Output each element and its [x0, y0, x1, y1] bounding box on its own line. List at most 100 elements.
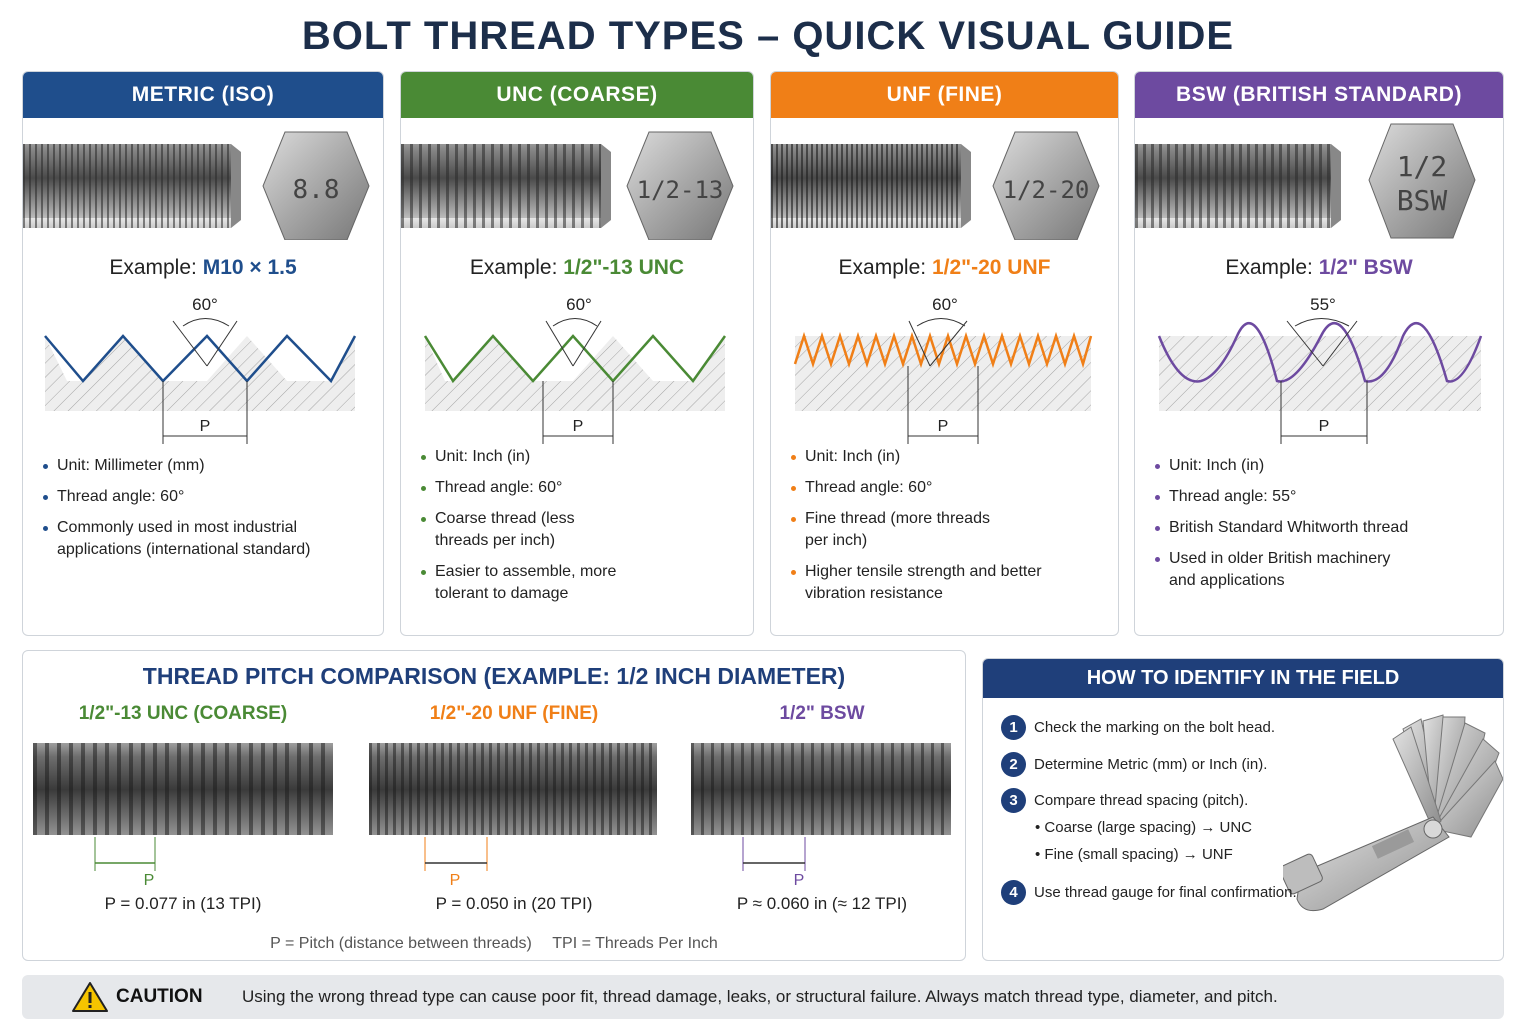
feature-list: Unit: Inch (in) Thread angle: 60° Fine t…: [771, 446, 1118, 605]
pitch-label: P: [794, 872, 805, 889]
bolt-photo: 1/2 BSW: [1135, 118, 1503, 240]
step-1: 1 Check the marking on the bolt head.: [1001, 715, 1275, 740]
pitch-value: P = 0.050 in (20 TPI): [435, 894, 593, 913]
angle-label: 60°: [192, 295, 218, 314]
list-item: Higher tensile strength and better vibra…: [791, 561, 1051, 605]
card-header: UNF (FINE): [771, 72, 1118, 118]
pitch-label: P: [573, 418, 584, 435]
pitch-label: P: [450, 872, 461, 889]
identify-title: HOW TO IDENTIFY IN THE FIELD: [983, 659, 1503, 698]
step-text: Compare thread spacing (pitch).: [1034, 792, 1249, 809]
bolt-photo: 1/2-20: [771, 118, 1118, 240]
head-marking-line1: 1/2: [1397, 150, 1448, 183]
head-marking-line2: BSW: [1397, 184, 1448, 217]
example-line: Example: M10 × 1.5: [23, 256, 383, 286]
list-item: Used in older British machinery and appl…: [1155, 548, 1415, 592]
example-value: 1/2"-13 UNC: [563, 256, 685, 279]
pitch-label: P: [144, 872, 155, 889]
step-text: Check the marking on the bolt head.: [1034, 719, 1275, 736]
list-item: Thread angle: 55°: [1155, 486, 1493, 508]
step-number: 4: [1001, 880, 1026, 905]
tpi-definition: TPI = Threads Per Inch: [552, 935, 718, 952]
list-item: Thread angle: 60°: [791, 477, 1108, 499]
example-line: Example: 1/2"-20 UNF: [771, 256, 1118, 286]
list-item: Unit: Inch (in): [791, 446, 1108, 468]
threaded-rod-image: P: [369, 743, 657, 889]
thread-profile: 60° P: [771, 286, 1118, 446]
card-unf: UNF (FINE) 1/2-20 Example: 1/2"-20 UNF 6…: [770, 71, 1119, 636]
list-item: Unit: Millimeter (mm): [43, 455, 373, 477]
thread-profile-diagram: 60° P: [423, 295, 727, 444]
pitch-item-title: 1/2"-20 UNF (FINE): [429, 703, 599, 724]
list-item: Thread angle: 60°: [421, 477, 743, 499]
thread-profile-diagram: 60° P: [44, 295, 357, 444]
head-marking: 1/2-20: [1003, 176, 1090, 204]
thread-profile: 60° P: [23, 286, 383, 446]
pitch-label: P: [1319, 418, 1330, 435]
card-header: METRIC (ISO): [23, 72, 383, 118]
angle-label: 60°: [566, 295, 592, 314]
card-unc: UNC (COARSE) 1/2-13 Example: 1/2"-13 UNC…: [400, 71, 754, 636]
feature-list: Unit: Inch (in) Thread angle: 55° Britis…: [1135, 455, 1503, 592]
thread-profile-diagram: 60° P: [793, 295, 1093, 444]
list-item: Thread angle: 60°: [43, 486, 373, 508]
list-item: Commonly used in most industrial applica…: [43, 517, 373, 561]
step-text: Use thread gauge for final confirmation.: [1034, 884, 1297, 901]
pitch-item-unc: 1/2"-13 UNC (COARSE) P: [33, 703, 333, 914]
pitch-definition: P = Pitch (distance between threads): [270, 935, 532, 952]
caution-text: Using the wrong thread type can cause po…: [242, 987, 1278, 1006]
head-marking: 1/2-13: [637, 176, 724, 204]
step-2: 2 Determine Metric (mm) or Inch (in).: [1001, 752, 1267, 777]
pitch-comparison-title: THREAD PITCH COMPARISON (EXAMPLE: 1/2 IN…: [142, 663, 846, 689]
example-label: Example:: [109, 256, 197, 279]
bolt-photo: 8.8: [23, 118, 383, 240]
thread-profile-diagram: 55° P: [1157, 295, 1483, 444]
card-header: BSW (BRITISH STANDARD): [1135, 72, 1503, 118]
example-line: Example: 1/2"-13 UNC: [401, 256, 753, 286]
pitch-label: P: [938, 418, 949, 435]
card-metric: METRIC (ISO) 8.8 Example: M10 × 1.: [22, 71, 384, 636]
step-text: Determine Metric (mm) or Inch (in).: [1034, 756, 1268, 773]
thread-profile: 60° P: [401, 286, 753, 446]
pitch-comparison-panel: THREAD PITCH COMPARISON (EXAMPLE: 1/2 IN…: [22, 650, 966, 961]
list-item: British Standard Whitworth thread: [1155, 517, 1493, 539]
example-label: Example:: [838, 256, 927, 279]
list-item: Fine thread (more threads per inch): [791, 508, 1001, 552]
pitch-value: P = 0.077 in (13 TPI): [104, 894, 262, 913]
pitch-item-unf: 1/2"-20 UNF (FINE) P P = 0.050 in (20 TP…: [369, 703, 659, 914]
threaded-rod-image: P: [691, 743, 951, 889]
thread-gauge-icon: [1283, 714, 1503, 912]
head-marking: 8.8: [293, 175, 340, 205]
bolt-photo: 1/2-13: [401, 118, 753, 240]
example-value: 1/2"-20 UNF: [931, 256, 1051, 279]
pitch-item-title: 1/2" BSW: [779, 703, 865, 724]
step-number: 1: [1001, 715, 1026, 740]
sub-item-fine: • Fine (small spacing) → UNF: [1035, 846, 1233, 863]
example-value: M10 × 1.5: [202, 256, 297, 279]
feature-list: Unit: Inch (in) Thread angle: 60° Coarse…: [401, 446, 753, 605]
caution-bar: CAUTION Using the wrong thread type can …: [22, 975, 1504, 1019]
thread-profile: 55° P: [1135, 286, 1503, 446]
threaded-rod-image: P: [33, 743, 333, 889]
step-number: 3: [1001, 788, 1026, 813]
list-item: Unit: Inch (in): [1155, 455, 1493, 477]
card-header: UNC (COARSE): [401, 72, 753, 118]
angle-label: 55°: [1310, 295, 1336, 314]
pitch-label: P: [200, 418, 211, 435]
pitch-legend: P = Pitch (distance between threads) TPI…: [23, 935, 965, 953]
pitch-item-bsw: 1/2" BSW P P ≈ 0.060 in (≈ 12 TPI): [691, 703, 953, 914]
pitch-item-title: 1/2"-13 UNC (COARSE): [78, 703, 288, 724]
feature-list: Unit: Millimeter (mm) Thread angle: 60° …: [23, 455, 383, 561]
list-item: Easier to assemble, more tolerant to dam…: [421, 561, 631, 605]
step-4: 4 Use thread gauge for final confirmatio…: [1001, 880, 1297, 905]
identify-panel: HOW TO IDENTIFY IN THE FIELD 1 Check the…: [982, 658, 1504, 961]
example-value: 1/2" BSW: [1318, 256, 1413, 279]
example-label: Example:: [469, 256, 558, 279]
list-item: Unit: Inch (in): [421, 446, 743, 468]
example-label: Example:: [1225, 256, 1313, 279]
example-line: Example: 1/2" BSW: [1135, 256, 1503, 286]
card-bsw: BSW (BRITISH STANDARD) 1/2 BSW Example: …: [1134, 71, 1504, 636]
step-3: 3 Compare thread spacing (pitch).: [1001, 788, 1248, 813]
step-number: 2: [1001, 752, 1026, 777]
angle-label: 60°: [932, 295, 958, 314]
